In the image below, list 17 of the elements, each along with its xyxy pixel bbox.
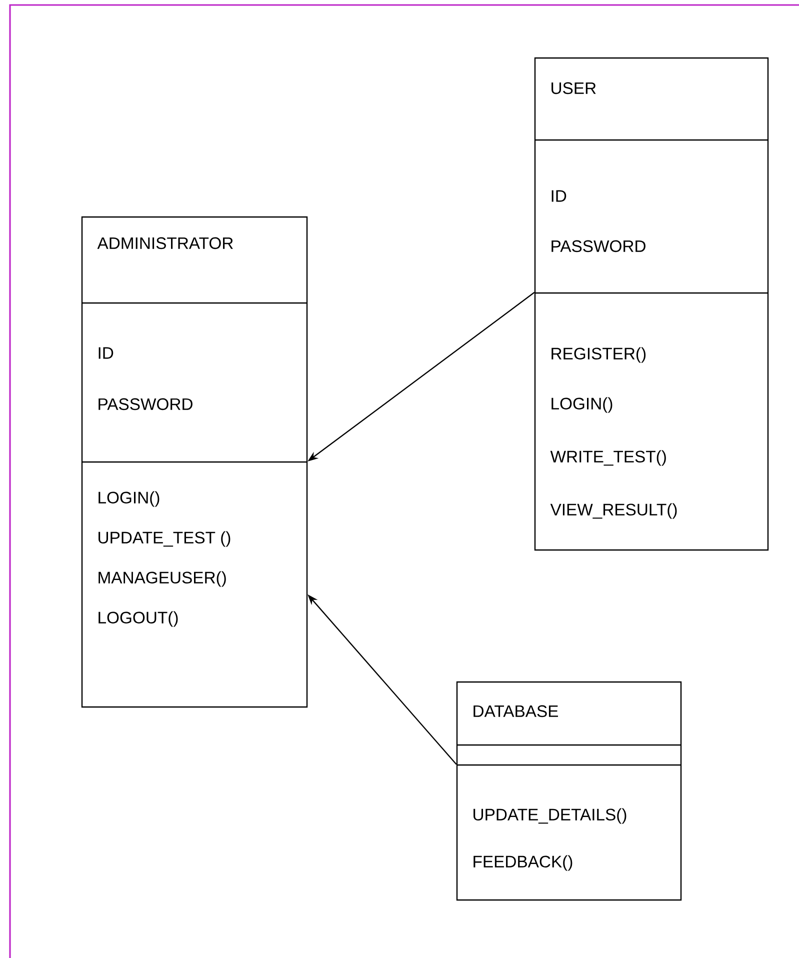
member-text: LOGOUT() xyxy=(98,611,178,627)
member-text: UPDATE_TEST () xyxy=(98,531,230,547)
member-text: VIEW_RESULT() xyxy=(550,503,677,519)
class-name: USER xyxy=(552,82,596,94)
member-text: REGISTER() xyxy=(552,347,646,363)
class-name: DATABASE xyxy=(474,705,558,718)
member-text: ID xyxy=(552,190,566,202)
class-name: ADMINISTRATOR xyxy=(97,237,233,250)
member-text: LOGIN() xyxy=(552,397,612,413)
member-text: PASSWORD xyxy=(98,398,192,410)
member-text: FEEDBACK() xyxy=(474,855,572,871)
member-text: LOGIN() xyxy=(98,491,160,507)
member-text: ID xyxy=(98,347,114,359)
member-text: WRITE_TEST() xyxy=(550,450,666,466)
member-text: PASSWORD xyxy=(552,240,646,252)
member-text: MANAGEUSER() xyxy=(98,571,226,587)
member-text: UPDATE_DETAILS() xyxy=(474,808,626,824)
